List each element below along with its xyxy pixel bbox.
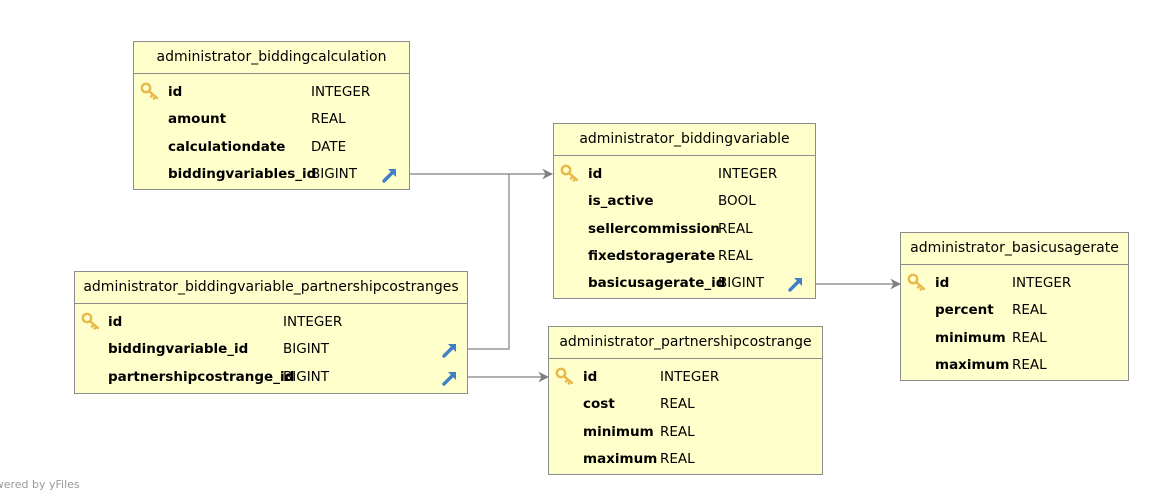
column-name: fixedstoragerate (588, 247, 716, 264)
table-column-row: cost REAL (549, 391, 822, 418)
column-type: INTEGER (718, 166, 778, 182)
column-name: maximum (583, 450, 658, 467)
table-column-row: id INTEGER (554, 161, 815, 188)
column-name: minimum (935, 329, 1006, 346)
column-name: id (583, 369, 598, 385)
table-column-row: id INTEGER (134, 79, 409, 106)
connector-partnershipcostranges-to-biddingvariable (467, 174, 510, 350)
column-type: REAL (718, 247, 753, 264)
column-type: REAL (660, 396, 695, 413)
foreign-key-icon (382, 168, 396, 183)
column-name: id (588, 166, 603, 182)
foreign-key-icon (442, 344, 456, 358)
table-title: administrator_partnershipcostrange (549, 327, 822, 359)
primary-key-icon (560, 164, 579, 182)
column-type: REAL (1012, 356, 1047, 373)
table-title: administrator_biddingvariable (554, 124, 815, 156)
column-name: partnershipcostrange_id (108, 368, 295, 385)
column-name: percent (935, 302, 994, 319)
foreign-key-icon (442, 371, 456, 386)
column-type: REAL (311, 111, 346, 128)
column-name: biddingvariable_id (108, 341, 249, 358)
column-name: id (935, 275, 950, 291)
primary-key-icon (81, 312, 100, 330)
primary-key-icon (555, 367, 574, 385)
table-title: administrator_biddingvariable_partnershi… (75, 272, 467, 304)
table-title: administrator_basicusagerate (901, 233, 1128, 265)
column-type: INTEGER (660, 369, 720, 385)
column-type: REAL (1012, 302, 1047, 319)
table-column-row: id INTEGER (549, 364, 822, 391)
column-name: biddingvariables_id (168, 165, 317, 182)
column-name: minimum (583, 423, 654, 440)
column-list: id INTEGER amount REAL calculationdate DATE bi… (134, 74, 409, 188)
column-type: REAL (660, 423, 695, 440)
column-name: sellercommission (588, 220, 720, 237)
table-column-row: id INTEGER (901, 270, 1128, 297)
table-column-row: minimum REAL (549, 419, 822, 446)
column-name: cost (583, 396, 615, 413)
table-administrator-biddingcalculation[interactable]: administrator_biddingcalculation id INTEG… (133, 41, 410, 190)
column-type: BIGINT (311, 165, 358, 182)
column-type: BOOL (718, 193, 756, 210)
column-name: basicusagerate_id (588, 275, 726, 292)
table-column-row: id INTEGER (75, 309, 467, 336)
column-type: INTEGER (283, 314, 343, 330)
table-column-row: is_active BOOL (554, 188, 815, 215)
primary-key-icon (140, 82, 159, 100)
column-type: BIGINT (283, 368, 330, 385)
table-column-row: minimum REAL (901, 325, 1128, 352)
column-type: DATE (311, 138, 347, 155)
column-type: INTEGER (1012, 275, 1072, 291)
table-title: administrator_biddingcalculation (134, 42, 409, 74)
table-column-row: percent REAL (901, 297, 1128, 324)
column-name: calculationdate (168, 138, 286, 155)
column-type: REAL (718, 220, 753, 237)
table-column-row: biddingvariable_id BIGINT (75, 336, 467, 363)
column-name: id (108, 314, 123, 330)
column-name: maximum (935, 356, 1010, 373)
column-type: REAL (660, 450, 695, 467)
table-administrator-biddingvariable-partnershipcostranges[interactable]: administrator_biddingvariable_partnershi… (74, 271, 468, 394)
column-name: is_active (588, 193, 654, 210)
primary-key-icon (907, 273, 926, 291)
foreign-key-icon (788, 278, 802, 292)
column-name: amount (168, 111, 227, 128)
column-type: INTEGER (311, 84, 371, 100)
table-administrator-basicusagerate[interactable]: administrator_basicusagerate id INTEGER pe… (900, 232, 1129, 381)
watermark-text: owered by yFiles (0, 478, 80, 491)
column-type: REAL (1012, 329, 1047, 346)
column-name: id (168, 84, 183, 100)
table-column-row: amount REAL (134, 106, 409, 133)
table-column-row: calculationdate DATE (134, 134, 409, 161)
column-type: BIGINT (718, 275, 765, 292)
column-type: BIGINT (283, 341, 330, 358)
table-administrator-partnershipcostrange[interactable]: administrator_partnershipcostrange id INT… (548, 326, 823, 475)
